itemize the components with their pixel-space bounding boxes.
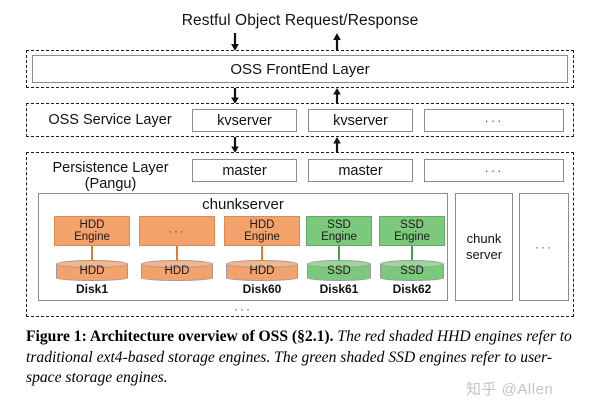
caption-description: The red shaded HHD engines refer to trad… xyxy=(26,328,572,387)
disk-body-1 xyxy=(56,264,128,281)
persistence-node-ellipsis: ··· xyxy=(424,159,564,182)
connector-engine-disk-2 xyxy=(176,246,178,260)
connector-engine-disk-1 xyxy=(91,246,93,260)
disk-cylinder-60[interactable]: HDD xyxy=(226,260,298,281)
disk-top-2 xyxy=(141,260,213,268)
chunkserver-bottom-ellipsis: ··· xyxy=(234,302,252,316)
disk-body-62 xyxy=(380,264,444,281)
arrow-down-service-to-persistence xyxy=(228,137,242,153)
disk-type-label-1: HDD xyxy=(79,265,105,277)
disk-body-61 xyxy=(307,264,371,281)
disk-type-label-60: HDD xyxy=(249,265,275,277)
connector-engine-disk-62 xyxy=(411,246,413,260)
service-layer-title: OSS Service Layer xyxy=(48,112,172,128)
persistence-layer-frame: Persistence Layer (Pangu) master master … xyxy=(26,152,574,317)
persistence-node-master-1[interactable]: master xyxy=(192,159,297,182)
disk-cylinder-61[interactable]: SSD xyxy=(307,260,371,281)
top-request-response-label: Restful Object Request/Response xyxy=(181,12,419,29)
hdd-engine-ellipsis: ··· xyxy=(139,216,215,246)
disk-type-label-2: HDD xyxy=(164,265,190,277)
frontend-layer-frame: OSS FrontEnd Layer xyxy=(26,50,574,88)
disk-top-1 xyxy=(56,260,128,268)
disk-cylinder-62[interactable]: SSD xyxy=(380,260,444,281)
arrow-up-service-to-frontend xyxy=(330,88,344,104)
disk-name-60: Disk60 xyxy=(242,282,282,296)
hdd-engine-1[interactable]: HDD Engine xyxy=(54,216,130,246)
hdd-engine-60[interactable]: HDD Engine xyxy=(224,216,300,246)
disk-name-1: Disk1 xyxy=(75,282,109,296)
service-node-ellipsis: ··· xyxy=(424,109,564,132)
disk-cylinder-2[interactable]: HDD xyxy=(141,260,213,281)
arrow-down-frontend-to-service xyxy=(228,88,242,104)
ssd-engine-62[interactable]: SSD Engine xyxy=(379,216,445,246)
disk-name-61: Disk61 xyxy=(319,282,359,296)
chunkserver-title: chunkserver xyxy=(202,196,284,213)
disk-top-61 xyxy=(307,260,371,268)
chunkserver-sibling-ellipsis: ··· xyxy=(519,193,569,301)
disk-cylinder-1[interactable]: HDD xyxy=(56,260,128,281)
disk-type-label-61: SSD xyxy=(327,265,351,277)
arrow-up-persistence-to-service xyxy=(330,137,344,153)
connector-engine-disk-60 xyxy=(261,246,263,260)
connector-engine-disk-61 xyxy=(338,246,340,260)
arrow-up-frontend-to-client xyxy=(330,33,344,51)
disk-top-60 xyxy=(226,260,298,268)
persistence-node-master-2[interactable]: master xyxy=(308,159,413,182)
disk-top-62 xyxy=(380,260,444,268)
arrow-down-client-to-frontend xyxy=(228,33,242,51)
caption-title: Figure 1: Architecture overview of OSS (… xyxy=(26,328,334,345)
disk-type-label-62: SSD xyxy=(400,265,424,277)
persistence-layer-title: Persistence Layer (Pangu) xyxy=(52,160,169,193)
disk-body-60 xyxy=(226,264,298,281)
ssd-engine-61[interactable]: SSD Engine xyxy=(306,216,372,246)
disk-name-62: Disk62 xyxy=(392,282,432,296)
figure-caption: Figure 1: Architecture overview of OSS (… xyxy=(26,327,580,389)
chunkserver-panel[interactable]: chunkserver HDD Engine HDD Disk1 ··· HDD… xyxy=(38,193,448,301)
frontend-layer-label: OSS FrontEnd Layer xyxy=(32,55,568,83)
service-layer-frame: OSS Service Layer kvserver kvserver ··· xyxy=(26,103,574,137)
disk-body-2 xyxy=(141,264,213,281)
service-node-kvserver-2[interactable]: kvserver xyxy=(308,109,413,132)
chunkserver-sibling[interactable]: chunk server xyxy=(455,193,513,301)
service-node-kvserver-1[interactable]: kvserver xyxy=(192,109,297,132)
